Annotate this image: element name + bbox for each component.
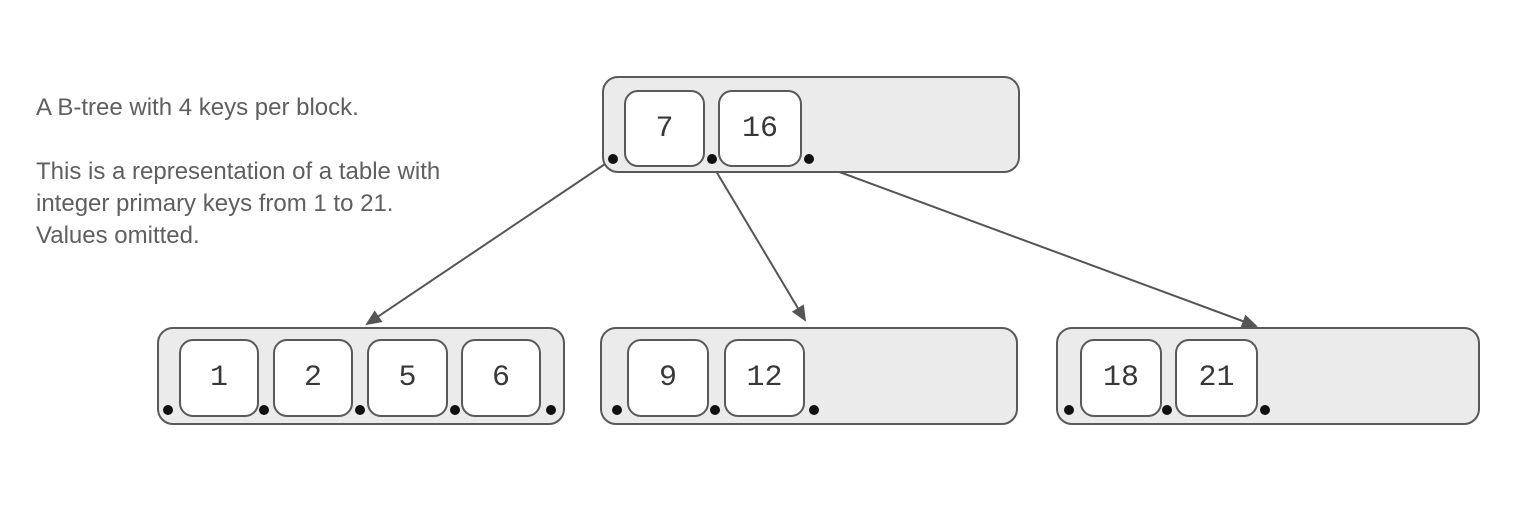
pointer-dot <box>804 154 814 164</box>
pointer-dot <box>707 154 717 164</box>
pointer-dot <box>259 405 269 415</box>
diagram-caption: A B-tree with 4 keys per block. This is … <box>36 92 446 252</box>
pointer-dot <box>1260 405 1270 415</box>
pointer-dot <box>1064 405 1074 415</box>
pointer-dot <box>809 405 819 415</box>
pointer-dot <box>546 405 556 415</box>
pointer-dot <box>163 405 173 415</box>
pointer-dot <box>450 405 460 415</box>
pointer-dot <box>710 405 720 415</box>
key-cell: 18 <box>1080 339 1162 417</box>
btree-leaf-block-1: 1 2 5 6 <box>157 327 565 425</box>
key-cell: 21 <box>1175 339 1258 417</box>
key-cell: 7 <box>624 90 705 167</box>
pointer-dot <box>1162 405 1172 415</box>
pointer-dot <box>612 405 622 415</box>
pointer-dot <box>355 405 365 415</box>
pointer-arrow-to-leaf-2 <box>709 160 807 322</box>
key-cell: 12 <box>724 339 805 417</box>
key-cell: 9 <box>627 339 709 417</box>
btree-leaf-block-2: 9 12 <box>600 327 1018 425</box>
key-cell: 6 <box>461 339 541 417</box>
pointer-dot <box>608 154 618 164</box>
key-cell: 2 <box>273 339 353 417</box>
btree-leaf-block-3: 18 21 <box>1056 327 1480 425</box>
key-cell: 1 <box>179 339 259 417</box>
caption-line-1: A B-tree with 4 keys per block. <box>36 94 359 121</box>
caption-line-2: This is a representation of a table with… <box>36 158 441 249</box>
key-cell: 16 <box>718 90 802 167</box>
btree-root-block: 7 16 <box>602 76 1020 173</box>
pointer-arrow-to-leaf-3 <box>806 159 1258 328</box>
key-cell: 5 <box>367 339 448 417</box>
